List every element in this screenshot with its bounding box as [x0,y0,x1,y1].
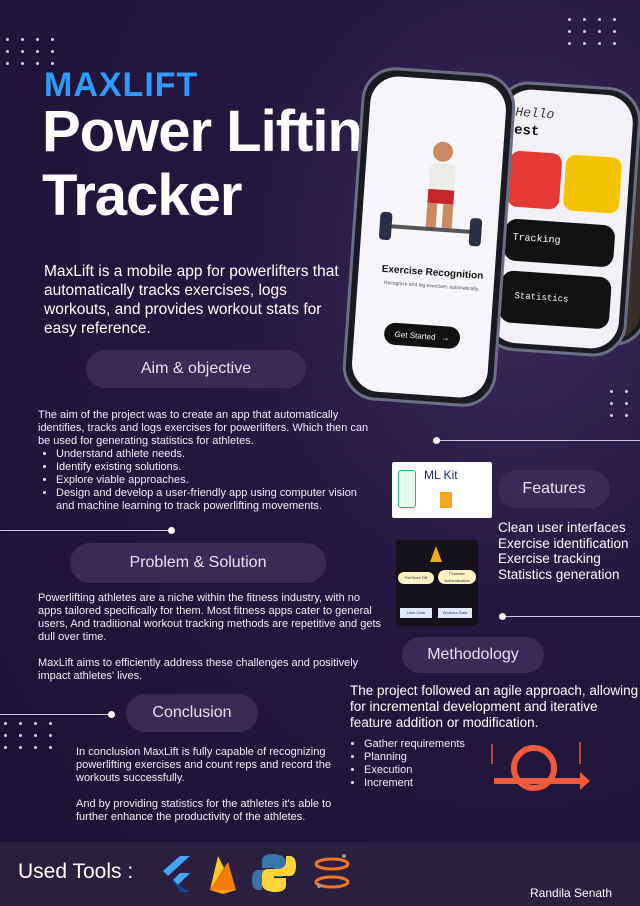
workout-data-node: Workout Data [438,608,472,618]
problem-text-2: MaxLift aims to efficiently address thes… [38,657,359,682]
phone-icon [398,470,416,508]
tracking-label: Tracking [512,232,561,248]
methodology-heading-label: Methodology [427,646,519,663]
divider-line [0,527,175,534]
list-item: Explore viable approaches. [56,474,378,487]
lifter-illustration [378,141,483,247]
divider-line [0,711,115,718]
conclusion-text-1: In conclusion MaxLift is fully capable o… [76,746,331,784]
statistics-label: Statistics [514,290,569,305]
list-item: Identify existing solutions. [56,461,378,474]
problem-heading: Problem & Solution [70,543,326,583]
exercise-card-yellow[interactable] [562,154,623,214]
aim-section: The aim of the project was to create an … [38,409,378,513]
brand-name: MAXLIFT [44,66,199,104]
python-icon [252,854,296,892]
problem-section: Powerlifting athletes are a niche within… [38,592,383,683]
exercise-card-red[interactable] [506,150,563,210]
aim-list: Understand athlete needs. Identify exist… [38,448,378,513]
list-item: Gather requirements [364,738,465,751]
tensorflow-icon [440,492,452,508]
auth-node: Firebase Authentication [438,570,476,584]
intro-text: MaxLift is a mobile app for powerlifters… [44,263,339,337]
conclusion-section: In conclusion MaxLift is fully capable o… [76,746,346,824]
aim-heading: Aim & objective [86,350,306,388]
list-item: Exercise tracking [498,551,601,566]
conclusion-heading-label: Conclusion [152,704,232,721]
flutter-icon [163,856,190,892]
footer-bar [0,842,640,906]
decorative-dots [4,722,55,749]
title-line-1: Power Lifting [42,99,397,164]
statistics-card[interactable]: Statistics [498,270,613,330]
author-name: Randila Senath [530,886,613,900]
features-list: Clean user interfaces Exercise identific… [498,520,629,582]
list-item: Planning [364,751,465,764]
features-heading: Features [498,470,610,508]
divider-line [499,613,640,620]
firebase-icon [430,546,442,562]
list-item: Understand athlete needs. [56,448,378,461]
used-tools-label: Used Tools : [18,860,134,883]
firebase-icon [210,856,236,894]
aim-text: The aim of the project was to create an … [38,409,369,447]
aim-heading-label: Aim & objective [140,360,252,377]
firebase-diagram: FireStore DB Firebase Authentication Use… [396,540,478,626]
get-started-button[interactable]: Get Started → [383,322,461,350]
jupyter-icon [314,854,350,889]
decorative-dots [6,38,57,65]
user-data-node: User Data [400,608,432,618]
problem-text-1: Powerlifting athletes are a niche within… [38,592,382,643]
arrow-right-icon: → [441,332,450,343]
greeting-text-2: est [513,122,540,141]
agile-cycle-icon [491,742,590,791]
onboarding-title: Exercise Recognition [381,263,484,282]
problem-heading-label: Problem & Solution [129,554,267,571]
divider-line [433,437,640,444]
conclusion-heading: Conclusion [126,694,258,732]
methodology-heading: Methodology [402,637,544,673]
mlkit-label: ML Kit [424,468,458,482]
list-item: Exercise identification [498,535,629,551]
list-item: Increment [364,777,465,790]
decorative-dots [568,18,619,45]
list-item: Clean user interfaces [498,520,626,535]
tracking-card[interactable]: Tracking [502,218,616,268]
decorative-dots [610,390,631,417]
features-heading-label: Features [522,480,586,497]
page-title: Power Lifting Tracker [42,99,397,228]
phone-mockup-front: Exercise Recognition Recognize and log e… [340,65,518,409]
greeting-text: Hello [514,104,555,123]
list-item: Design and develop a user-friendly app u… [56,487,378,513]
title-line-2: Tracker [42,163,242,228]
mlkit-diagram: ML Kit [392,462,492,518]
get-started-label: Get Started [394,329,436,342]
list-item: Statistics generation [498,566,620,582]
list-item: Execution [364,764,465,777]
firestore-node: FireStore DB [398,572,434,584]
conclusion-text-2: And by providing statistics for the athl… [76,798,332,823]
methodology-list: Gather requirements Planning Execution I… [352,738,465,790]
methodology-text: The project followed an agile approach, … [350,683,639,730]
